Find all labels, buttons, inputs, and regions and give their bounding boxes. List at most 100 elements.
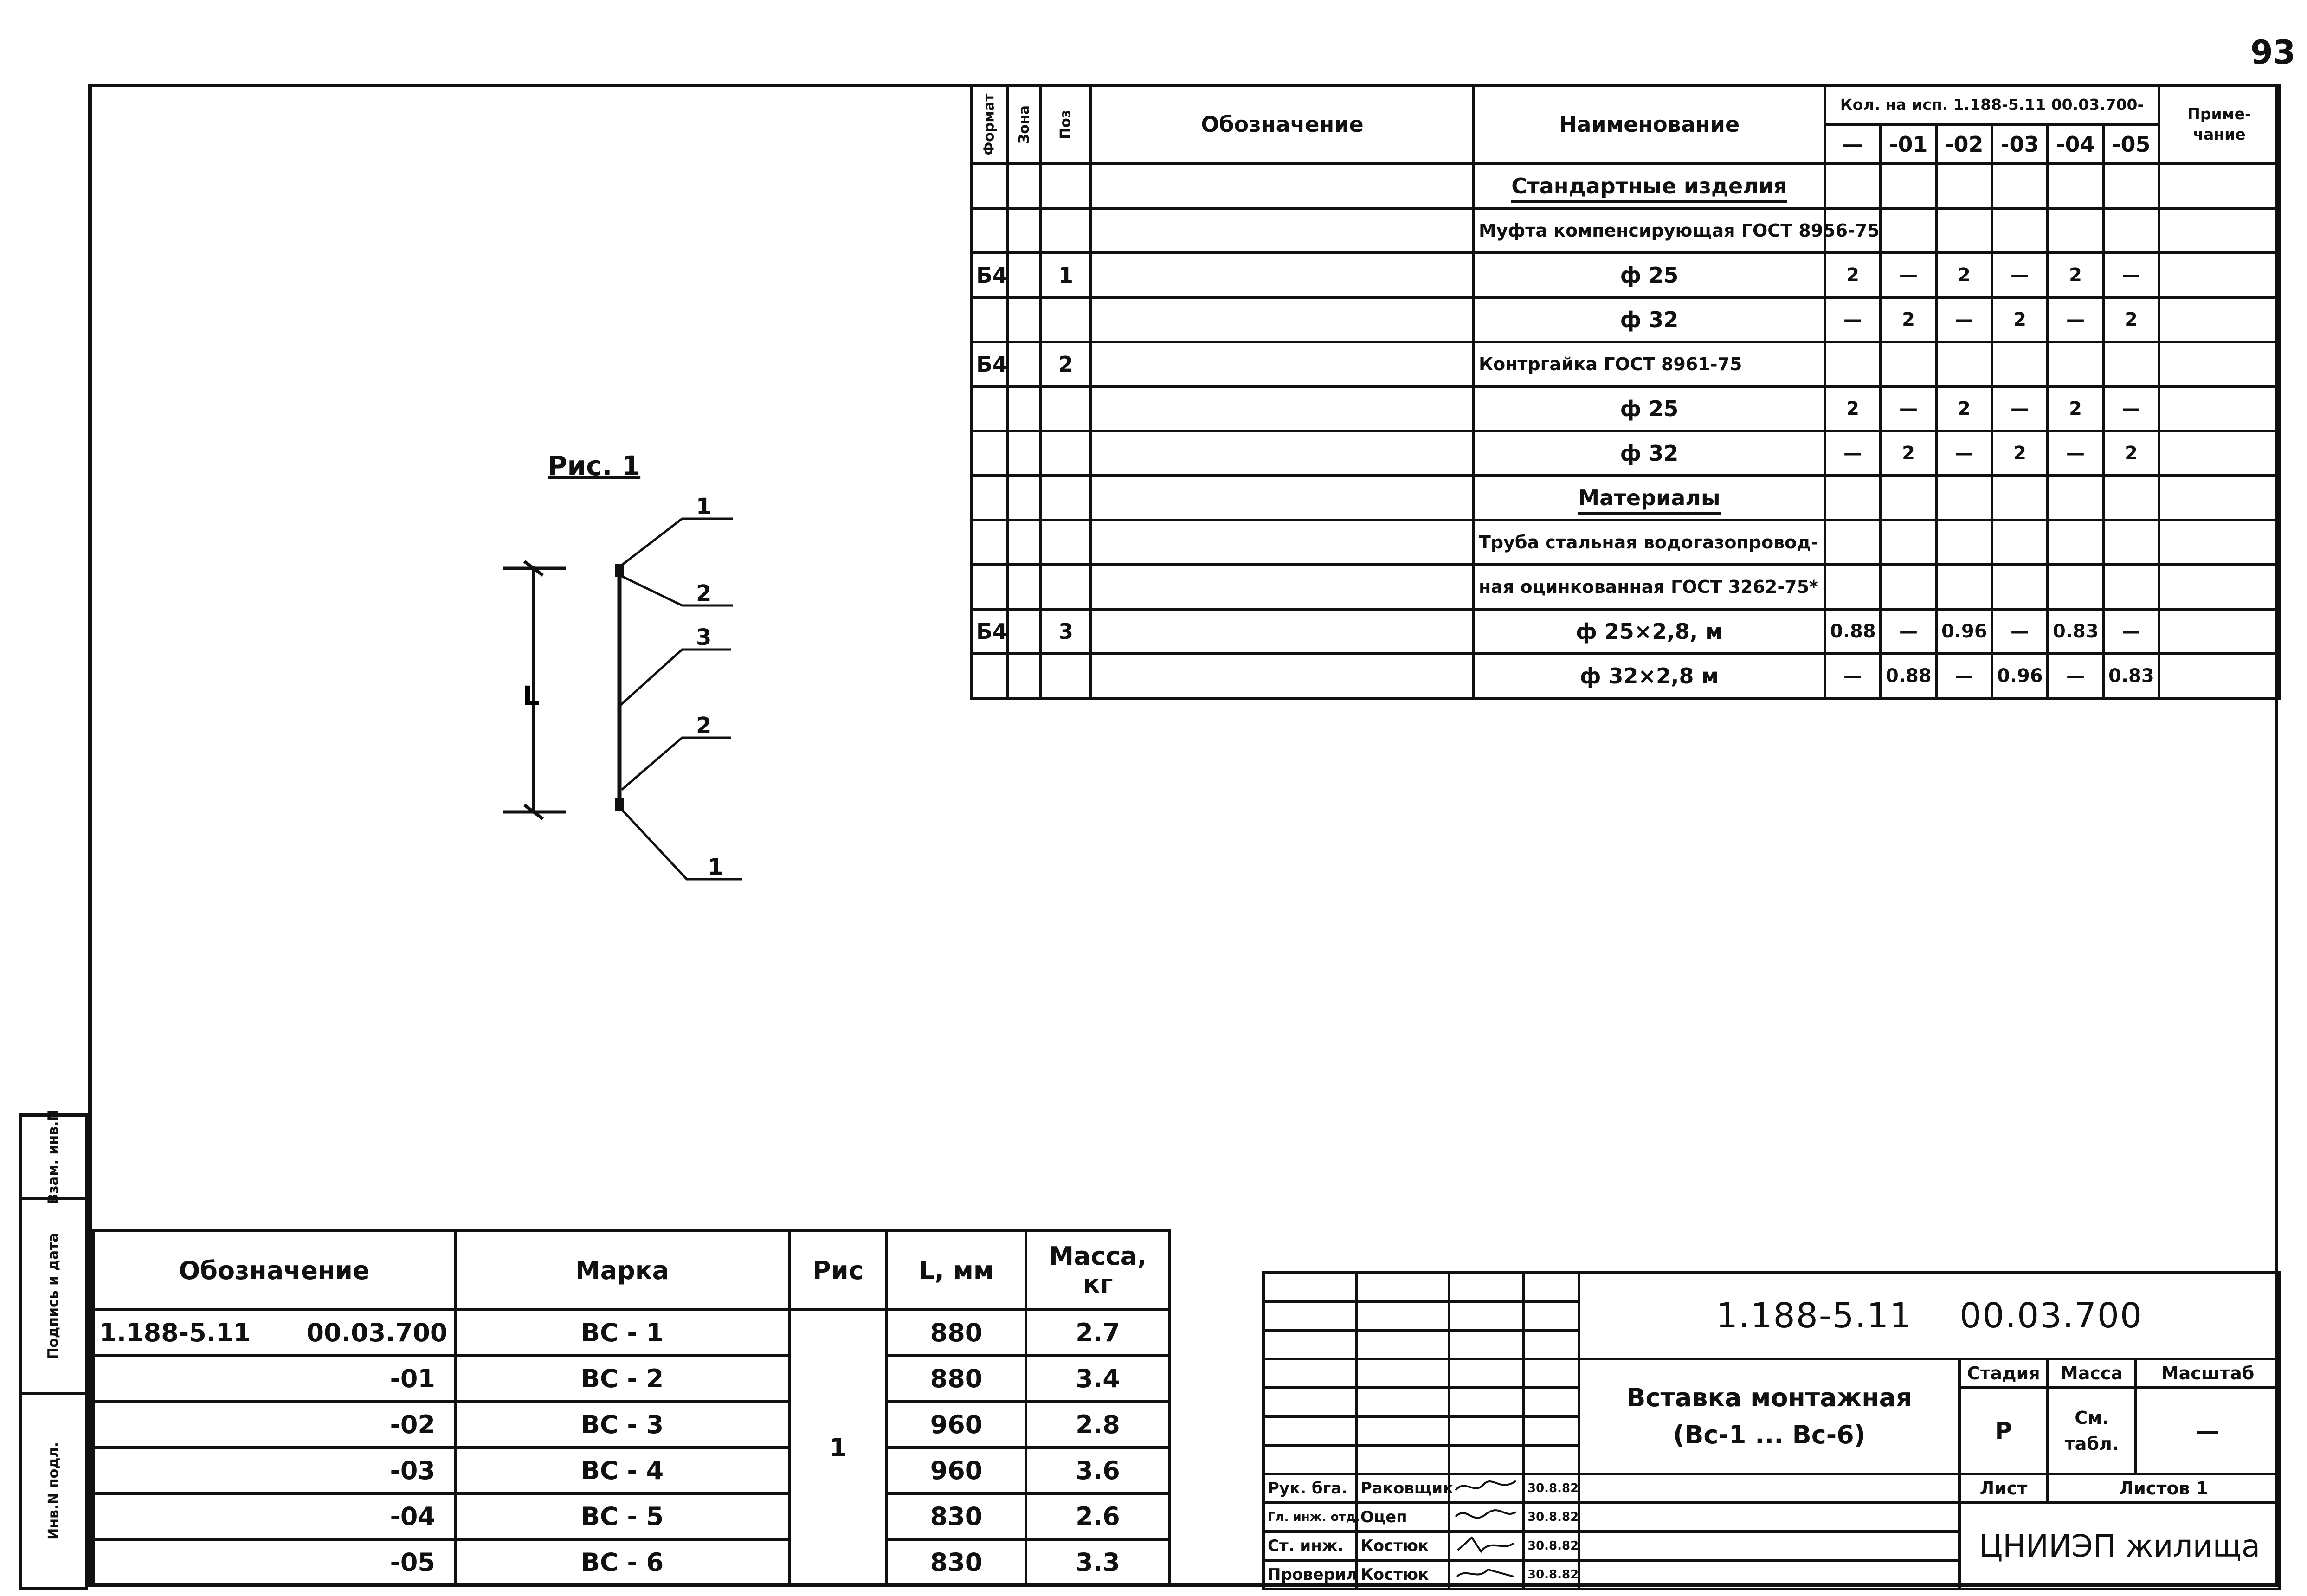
tb-empty <box>1578 1559 1961 1590</box>
spec-designation <box>1089 652 1475 700</box>
callout-2: 2 <box>696 580 711 606</box>
tb-empty <box>1262 1415 1358 1447</box>
tb-signature <box>1448 1530 1525 1562</box>
spec-note <box>2158 296 2281 343</box>
spec-qty: 0.96 <box>1991 652 2049 700</box>
spec-qty: 2 <box>1879 296 1938 343</box>
spec-zone <box>1006 430 1042 477</box>
spec-qty: — <box>1935 296 1993 343</box>
header-format: Формат <box>970 84 1009 165</box>
spec-format <box>970 430 1009 477</box>
spec-qty: 0.88 <box>1824 608 1882 655</box>
tb-empty <box>1262 1358 1358 1389</box>
stage-label: Стадия <box>1958 1358 2049 1389</box>
variant-length: 880 <box>885 1308 1027 1357</box>
spec-qty: — <box>1935 652 1993 700</box>
spec-qty: 2 <box>1824 251 1882 299</box>
tb-empty <box>1448 1271 1525 1303</box>
side-stamp: Взам. инв.N Подпись и дата Инв.N подл. <box>19 1109 88 1590</box>
tb-role: Ст. инж. <box>1262 1530 1358 1562</box>
tb-empty <box>1262 1386 1358 1418</box>
spec-qty: — <box>2046 430 2105 477</box>
variants-table: Обозначение Марка Рис L, мм Масса, кг 1.… <box>92 1229 1171 1587</box>
variant-mark: ВС - 2 <box>454 1354 791 1403</box>
spec-qty <box>1991 207 2049 254</box>
spec-note <box>2158 341 2281 388</box>
spec-qty <box>1935 341 1993 388</box>
variant-mark: ВС - 3 <box>454 1400 791 1449</box>
side-stamp-replaced-inv: Взам. инв.N <box>19 1109 88 1204</box>
spec-row: Муфта компенсирующая ГОСТ 8956-75 <box>970 207 2281 254</box>
tb-date: 30.8.82 <box>1522 1530 1580 1562</box>
spec-qty <box>1935 162 1993 210</box>
tb-empty <box>1262 1300 1358 1332</box>
header-variant: — <box>1824 123 1882 165</box>
tb-signature <box>1448 1473 1525 1504</box>
spec-qty: 0.96 <box>1935 608 1993 655</box>
document-series: 1.188-5.11 <box>1716 1296 1913 1336</box>
spec-qty <box>1991 519 2049 566</box>
tb-empty <box>1448 1358 1525 1389</box>
header-variant: -04 <box>2046 123 2105 165</box>
tb-empty <box>1262 1329 1358 1360</box>
stage-value: Р <box>1958 1386 2049 1475</box>
spec-row: ф 32—2—2—2 <box>970 296 2281 343</box>
tb-person: Костюк <box>1355 1559 1450 1590</box>
spec-pos: 1 <box>1039 251 1092 299</box>
signature-mark <box>1457 1536 1514 1553</box>
dimension-label: L <box>522 680 540 712</box>
scale-value: — <box>2134 1386 2281 1475</box>
spec-format <box>970 519 1009 566</box>
spec-format <box>970 385 1009 432</box>
figure-title: Рис. 1 <box>548 450 641 482</box>
tb-empty <box>1448 1386 1525 1418</box>
tb-role: Рук. бга. <box>1262 1473 1358 1504</box>
page-number: 93 <box>2250 33 2296 71</box>
spec-name: Труба стальная водогазопровод- <box>1472 519 1826 566</box>
spec-zone <box>1006 207 1042 254</box>
spec-pos <box>1039 385 1092 432</box>
spec-qty: 2 <box>2102 296 2160 343</box>
spec-row: Труба стальная водогазопровод- <box>970 519 2281 566</box>
variant-length: 960 <box>885 1400 1027 1449</box>
spec-format <box>970 162 1009 210</box>
sheets-label: Листов 1 <box>2046 1473 2281 1504</box>
tb-empty <box>1578 1501 1961 1533</box>
spec-designation <box>1089 430 1475 477</box>
side-stamp-original-inv: Инв.N подл. <box>19 1392 88 1590</box>
spec-qty: — <box>2102 385 2160 432</box>
tb-person: Костюк <box>1355 1530 1450 1562</box>
spec-pos <box>1039 474 1092 521</box>
tb-empty <box>1522 1386 1580 1418</box>
spec-qty <box>1935 519 1993 566</box>
spec-qty: 2 <box>2046 385 2105 432</box>
dimension-line <box>503 560 566 820</box>
pipe-insert <box>615 564 624 811</box>
spec-row: Материалы <box>970 474 2281 521</box>
tb-empty <box>1448 1444 1525 1475</box>
spec-qty: — <box>2046 296 2105 343</box>
spec-note <box>2158 207 2281 254</box>
spec-qty <box>1879 563 1938 611</box>
signature-mark <box>1456 1568 1514 1577</box>
spec-qty <box>1879 207 1938 254</box>
variant-mass: 3.6 <box>1025 1446 1171 1495</box>
variants-header-mass: Масса, кг <box>1025 1229 1171 1311</box>
spec-qty <box>2046 474 2105 521</box>
document-title: Вставка монтажная (Вс-1 ... Вс-6) <box>1578 1358 1961 1475</box>
header-variant: -03 <box>1991 123 2049 165</box>
sheet-label: Лист <box>1958 1473 2049 1504</box>
callout-1: 1 <box>696 494 711 520</box>
spec-qty <box>1991 563 2049 611</box>
tb-date: 30.8.82 <box>1522 1501 1580 1533</box>
variant-series: 1.188-5.11 <box>99 1318 251 1347</box>
variant-mark: ВС - 1 <box>454 1308 791 1357</box>
spec-pos: 3 <box>1039 608 1092 655</box>
spec-qty: — <box>2102 251 2160 299</box>
